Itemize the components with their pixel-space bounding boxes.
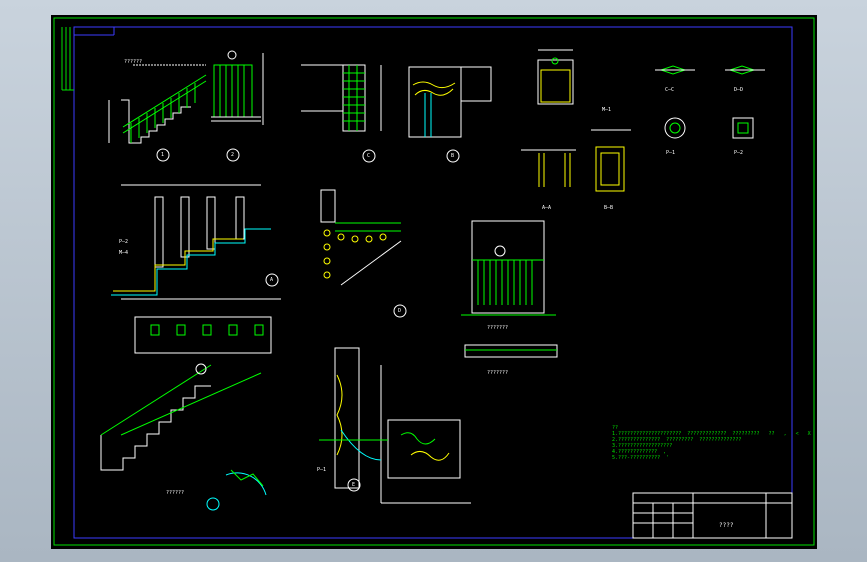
railing-section-2 xyxy=(211,50,264,162)
callout-1: 1 xyxy=(161,152,165,158)
detail-d-section xyxy=(320,189,407,318)
detail-c-section xyxy=(301,64,382,163)
title-block-title: ???? xyxy=(719,522,734,529)
view-label-aa: A—A xyxy=(542,205,552,211)
view-label-dd: D—D xyxy=(734,87,744,93)
title-block xyxy=(632,492,793,539)
stair-elevation-top xyxy=(108,64,207,162)
caption-middle: ??????? xyxy=(487,325,509,331)
detail-e-section xyxy=(319,347,471,504)
callout-a: A xyxy=(270,277,274,283)
view-label-p2-left: P—2 xyxy=(119,239,129,245)
view-label-m1: M—1 xyxy=(602,107,612,113)
view-label-p2: P—2 xyxy=(734,150,744,156)
view-label-cc: C—C xyxy=(665,87,675,93)
section-aa-bb xyxy=(521,49,631,192)
inner-border xyxy=(73,26,793,539)
stair-section-bottom xyxy=(100,363,267,511)
callout-d: D xyxy=(398,308,402,314)
view-label-m4-left: M—4 xyxy=(119,250,129,256)
view-label-p1: P—1 xyxy=(666,150,676,156)
caption-handrail: ?????? xyxy=(124,59,143,65)
cad-drawing-canvas[interactable]: A—A B—B C—C D—D M—1 P—1 P—2 P—2 M—4 P—1 … xyxy=(51,15,817,549)
callout-c: C xyxy=(367,153,371,159)
caption-middle-lower: ??????? xyxy=(487,370,509,376)
railing-elevation-right xyxy=(461,220,558,358)
plate-details xyxy=(655,65,765,139)
view-label-p1-bottom: P—1 xyxy=(317,467,327,473)
caption-bottom-left: ?????? xyxy=(166,490,185,496)
general-notes: ?? 1.????????????????????? ?????????????… xyxy=(612,425,811,461)
callout-e: E xyxy=(352,482,356,488)
drawing-sheet xyxy=(53,17,815,546)
view-label-bb: B—B xyxy=(604,205,614,211)
railing-elevation-middle xyxy=(111,184,281,354)
outer-border xyxy=(53,17,815,546)
binding-strip xyxy=(61,27,115,91)
callout-b: B xyxy=(451,153,455,159)
detail-b-section xyxy=(408,66,492,163)
callout-2: 2 xyxy=(231,152,235,158)
